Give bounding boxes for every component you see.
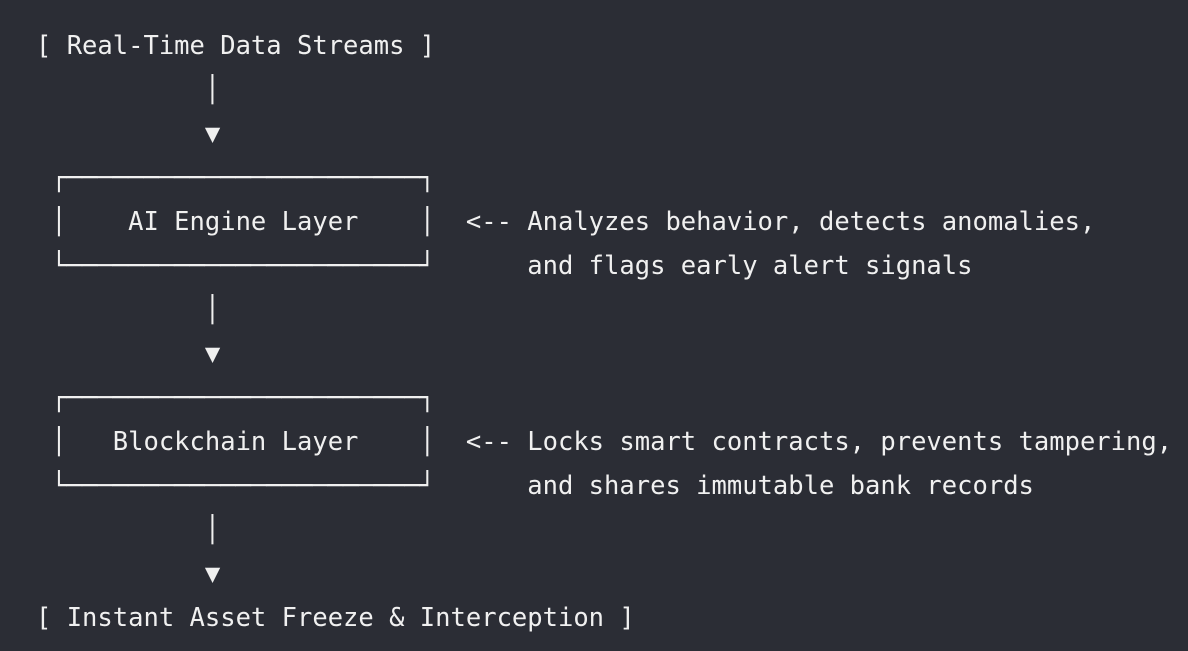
box-bottom-border: └───────────────────────┘ and shares imm… bbox=[36, 471, 1034, 501]
down-arrow-icon: ▼ bbox=[36, 559, 221, 589]
node-ai-engine-layer: │ AI Engine Layer │ <-- Analyzes behavio… bbox=[36, 207, 1096, 237]
box-top-border: ┌───────────────────────┐ bbox=[36, 163, 436, 193]
box-top-border: ┌───────────────────────┐ bbox=[36, 383, 436, 413]
connector-line: │ bbox=[36, 515, 221, 545]
down-arrow-icon: ▼ bbox=[36, 119, 221, 149]
down-arrow-icon: ▼ bbox=[36, 339, 221, 369]
box-bottom-border: └───────────────────────┘ and flags earl… bbox=[36, 251, 973, 281]
node-instant-asset-freeze: [ Instant Asset Freeze & Interception ] bbox=[36, 603, 635, 633]
node-real-time-data-streams: [ Real-Time Data Streams ] bbox=[36, 31, 436, 61]
connector-line: │ bbox=[36, 75, 221, 105]
node-blockchain-layer: │ Blockchain Layer │ <-- Locks smart con… bbox=[36, 427, 1173, 457]
connector-line: │ bbox=[36, 295, 221, 325]
ascii-flow-diagram: [ Real-Time Data Streams ] │ ▼ ┌────────… bbox=[36, 24, 1172, 640]
